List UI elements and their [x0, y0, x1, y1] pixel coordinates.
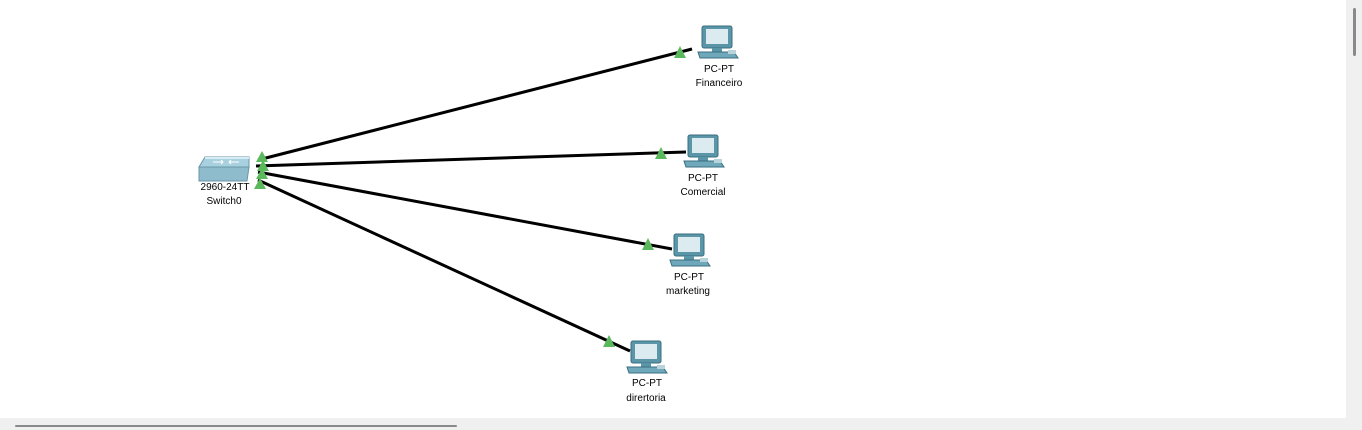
pc-name-label-financeiro: Financeiro — [695, 78, 743, 89]
link-switch-marketing[interactable] — [257, 170, 673, 251]
link-status-up-icon — [257, 160, 269, 171]
logical-workspace[interactable]: 2960-24TT Switch0 PC-PT Financeiro PC-PT… — [0, 0, 1346, 418]
pc-name-label-dirertoria: dirertoria — [626, 393, 666, 404]
pc-model-label: PC-PT — [704, 64, 734, 75]
pc-name-label-comercial: Comercial — [680, 187, 726, 198]
topology-canvas[interactable] — [0, 0, 1346, 418]
horizontal-scrollbar[interactable] — [0, 418, 1346, 430]
pc-model-label: PC-PT — [688, 173, 718, 184]
link-status-up-icon — [603, 335, 615, 347]
pc-model-label: PC-PT — [632, 378, 662, 389]
pc-icon[interactable] — [669, 233, 711, 267]
pc-name-label-marketing: marketing — [666, 286, 710, 297]
vertical-scrollbar[interactable] — [1346, 0, 1362, 430]
link-status-up-icon — [256, 168, 268, 179]
vertical-scrollbar-thumb[interactable] — [1353, 8, 1356, 56]
horizontal-scrollbar-thumb[interactable] — [15, 425, 457, 427]
pc-model-label: PC-PT — [674, 272, 704, 283]
link-status-up-icon — [642, 238, 654, 250]
switch-icon[interactable] — [198, 156, 250, 182]
pc-icon[interactable] — [683, 134, 725, 168]
link-switch-financeiro[interactable] — [257, 47, 693, 162]
pc-icon[interactable] — [697, 25, 739, 59]
link-status-up-icon — [254, 178, 266, 189]
switch-name-label: Switch0 — [206, 196, 242, 207]
link-status-up-icon — [674, 46, 686, 58]
link-status-up-icon — [655, 147, 667, 159]
link-switch-dirertoria[interactable] — [257, 178, 631, 353]
link-status-up-icon — [256, 151, 268, 162]
pc-icon[interactable] — [626, 340, 668, 374]
switch-model-label: 2960-24TT — [200, 182, 250, 193]
link-switch-comercial[interactable] — [255, 150, 687, 168]
